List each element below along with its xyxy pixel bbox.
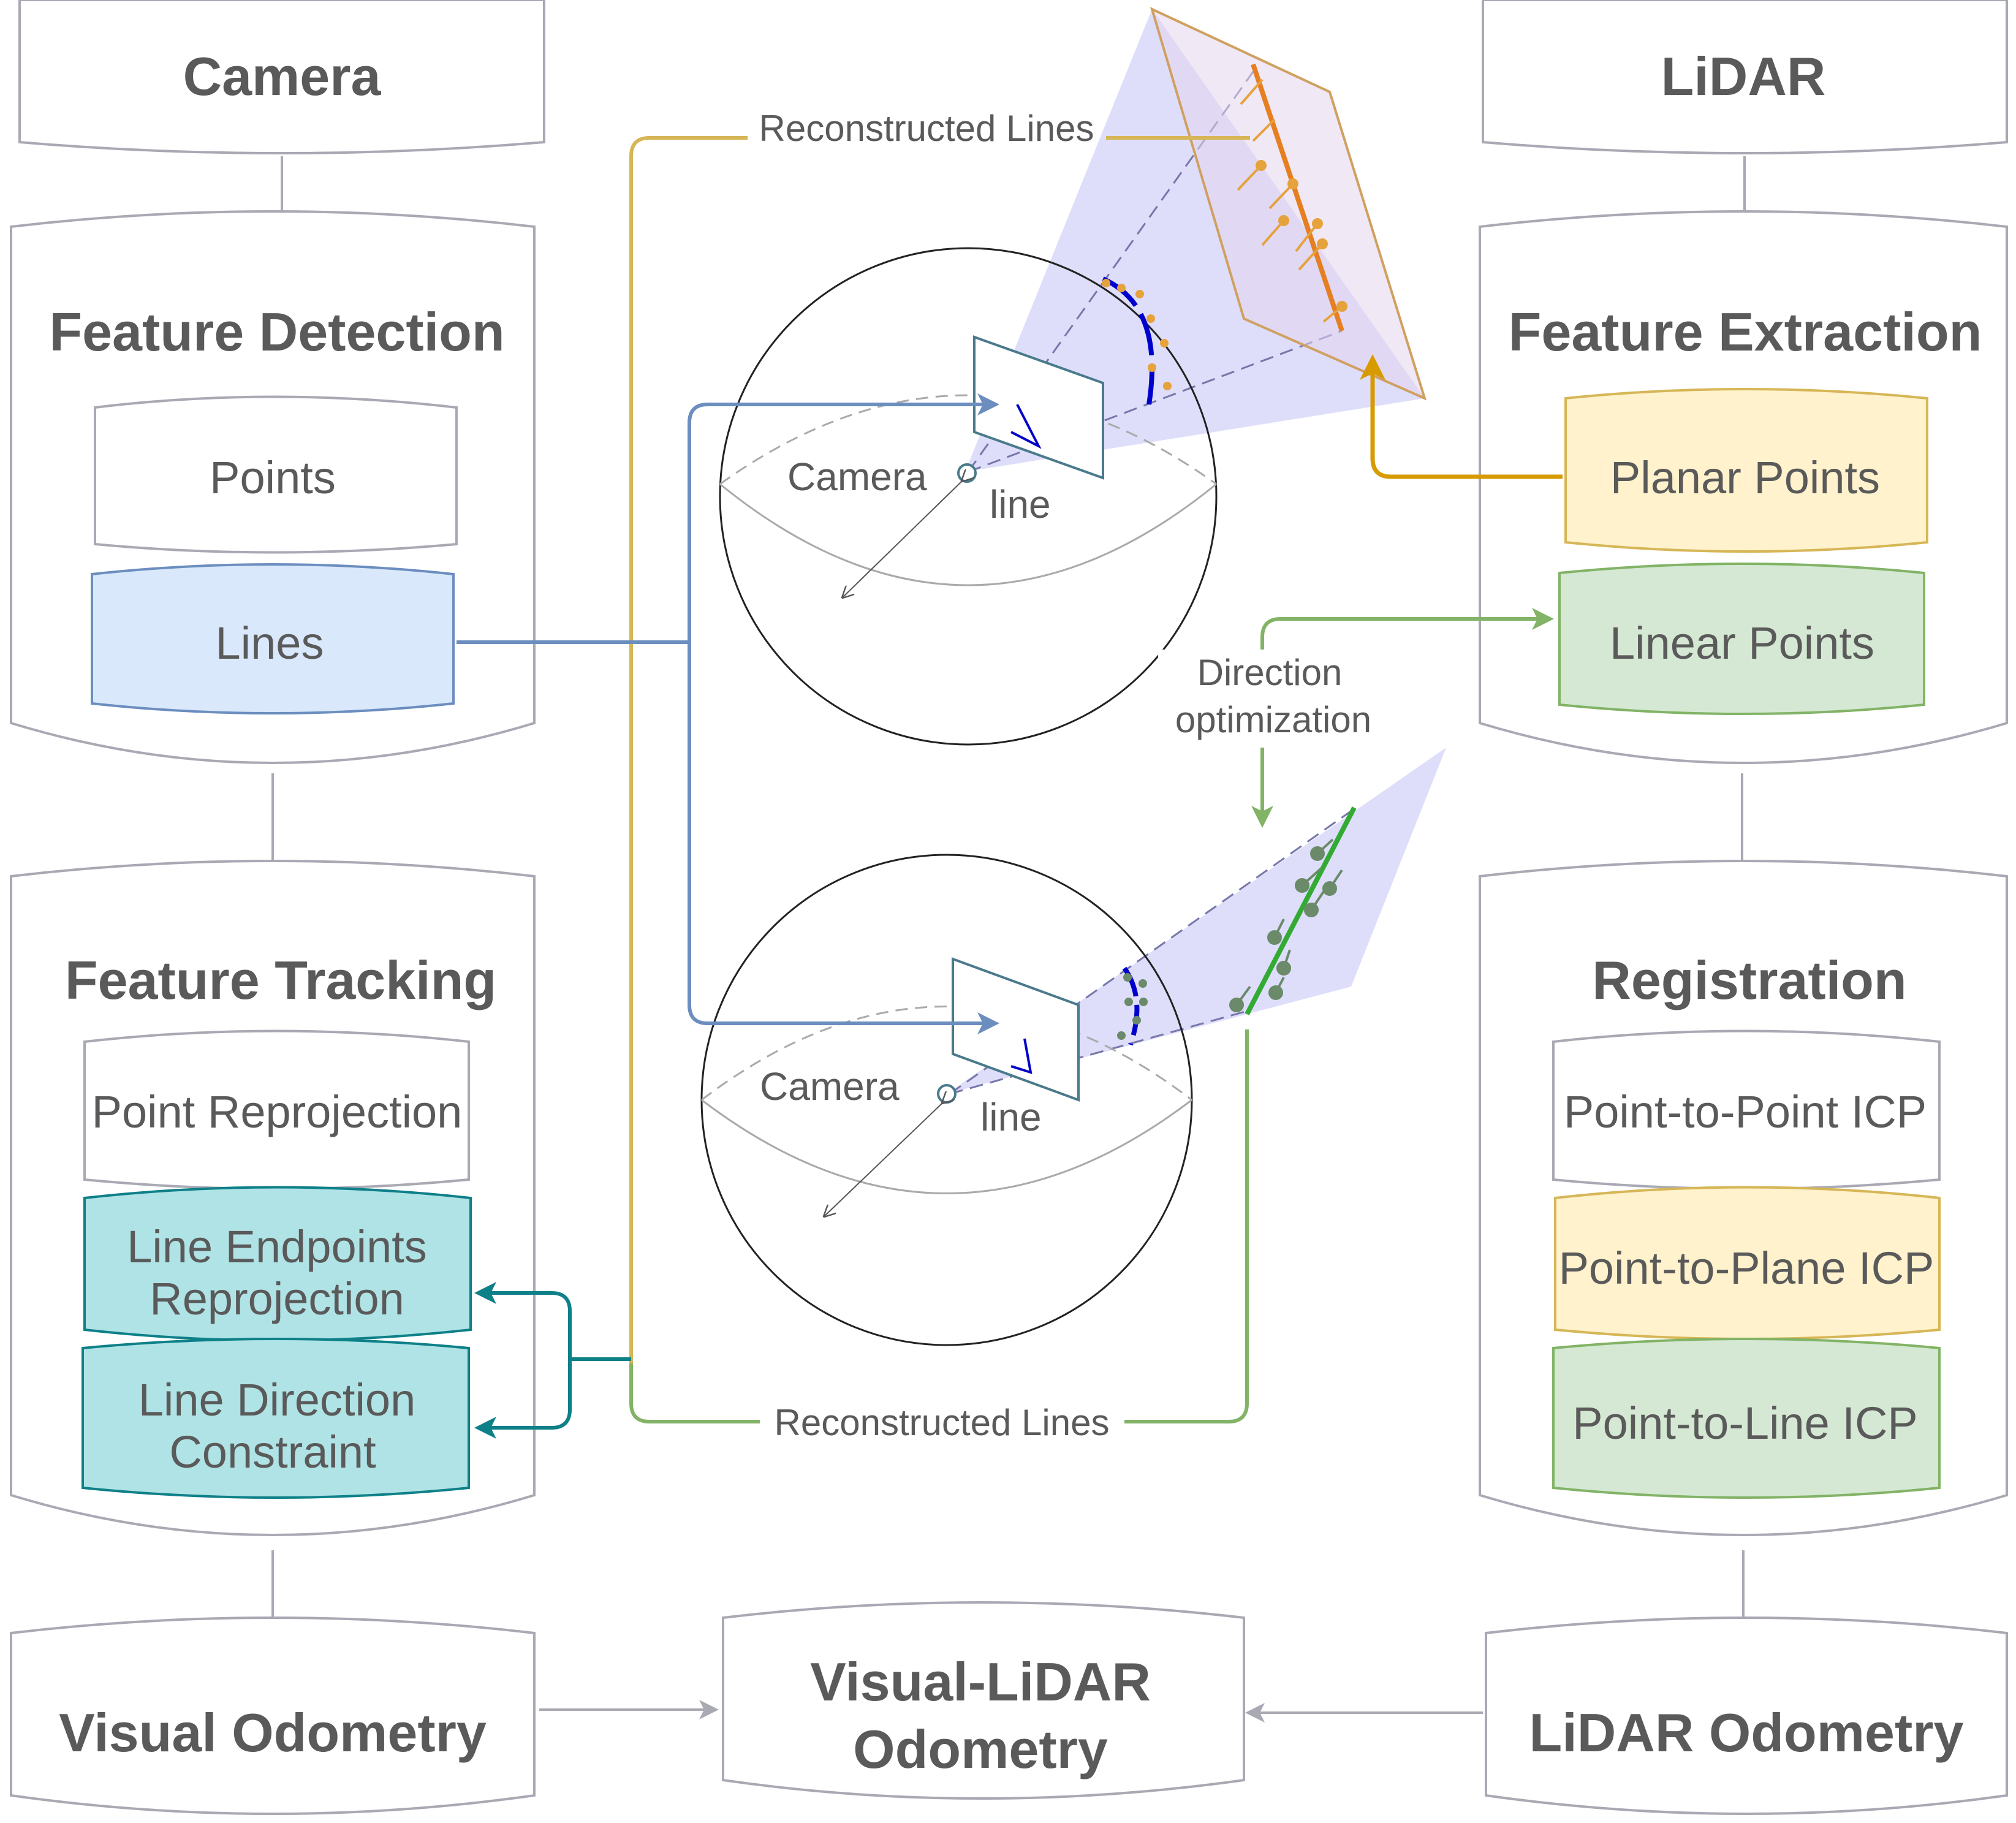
point-to-point-icp-box: Point-to-Point ICP bbox=[1552, 1029, 1941, 1190]
linear-points-box: Linear Points bbox=[1558, 563, 1925, 715]
bottom-camera-center bbox=[937, 1084, 957, 1104]
gold-reconstructed-lines-connector bbox=[629, 136, 1250, 1363]
direction-optimization-label-1: Direction bbox=[1197, 652, 1343, 693]
lidar-odometry-box: LiDAR Odometry bbox=[1485, 1616, 2008, 1815]
gold-arrow-planar-to-plane bbox=[1360, 354, 1563, 479]
bottom-camera-label: Camera bbox=[760, 1064, 900, 1109]
bottom-frustum-edge-lower bbox=[949, 1010, 1248, 1095]
green-arrow-to-linear-points bbox=[1260, 608, 1554, 754]
top-sphere-equator-back bbox=[719, 394, 1217, 485]
top-reconstructed-line bbox=[1251, 63, 1344, 332]
bottom-line-label: line bbox=[980, 1095, 1042, 1139]
bottom-sphere-projected-points bbox=[1117, 973, 1148, 1040]
vlo-title-1: Visual-LiDAR bbox=[810, 1651, 1151, 1712]
visual-odometry-box: Visual Odometry bbox=[10, 1616, 536, 1815]
point-to-plane-icp-label: Point-to-Plane ICP bbox=[1559, 1243, 1935, 1294]
line-direction-box: Line Direction Constraint bbox=[81, 1338, 470, 1499]
bottom-sphere-equator-front bbox=[701, 1099, 1192, 1194]
point-to-line-icp-box: Point-to-Line ICP bbox=[1552, 1338, 1941, 1499]
feature-extraction-title: Feature Extraction bbox=[1509, 301, 1982, 362]
blue-arrow-to-top-plane bbox=[688, 393, 999, 642]
lidar-title: LiDAR bbox=[1661, 46, 1826, 107]
top-lidar-plane bbox=[1150, 7, 1427, 401]
vlo-title-2: Odometry bbox=[853, 1719, 1108, 1779]
top-camera-center bbox=[957, 463, 977, 483]
bottom-radius-arrow bbox=[824, 1103, 942, 1216]
top-planar-points bbox=[1237, 78, 1347, 323]
camera-title: Camera bbox=[183, 46, 382, 107]
visual-odometry-title: Visual Odometry bbox=[59, 1702, 487, 1763]
line-endpoints-label-1: Line Endpoints bbox=[127, 1221, 427, 1272]
top-sphere-equator-front bbox=[719, 483, 1217, 586]
planar-points-label: Planar Points bbox=[1610, 452, 1880, 503]
blue-arrow-to-bottom-plane bbox=[688, 642, 999, 1034]
camera-box: Camera bbox=[18, 0, 545, 154]
green-reconstructed-lines-connector bbox=[629, 1029, 1249, 1423]
reconstructed-lines-top-label: Reconstructed Lines bbox=[759, 108, 1094, 149]
top-image-line bbox=[1010, 404, 1042, 449]
points-box: Points bbox=[94, 395, 458, 554]
teal-arrow-to-endpoints bbox=[474, 1282, 572, 1359]
line-endpoints-label-2: Reprojection bbox=[150, 1273, 404, 1324]
line-direction-label-2: Constraint bbox=[169, 1427, 376, 1477]
lines-box: Lines bbox=[91, 563, 455, 714]
point-reprojection-box: Point Reprojection bbox=[83, 1029, 470, 1190]
reconstructed-lines-bottom-label: Reconstructed Lines bbox=[775, 1402, 1110, 1443]
top-radius-arrow bbox=[843, 481, 962, 597]
bottom-image-line bbox=[1010, 1038, 1033, 1074]
point-to-plane-icp-box: Point-to-Plane ICP bbox=[1554, 1186, 1941, 1340]
points-label: Points bbox=[210, 452, 336, 503]
top-projection-frustum bbox=[965, 9, 1425, 472]
top-sphere-projected-arc bbox=[1102, 276, 1154, 405]
top-line-label: line bbox=[990, 482, 1051, 526]
planar-points-box: Planar Points bbox=[1564, 388, 1928, 553]
bottom-reconstructed-line bbox=[1245, 806, 1357, 1015]
lines-label: Lines bbox=[216, 618, 324, 669]
feature-detection-title: Feature Detection bbox=[49, 301, 504, 362]
teal-arrow-to-direction bbox=[474, 1359, 572, 1439]
linear-points-label: Linear Points bbox=[1610, 618, 1874, 669]
bottom-sphere-illustration: Camera line bbox=[700, 748, 1446, 1346]
registration-title: Registration bbox=[1592, 950, 1906, 1010]
line-direction-label-1: Line Direction bbox=[138, 1374, 415, 1425]
bottom-sphere-equator-back bbox=[701, 1006, 1192, 1101]
top-unit-sphere bbox=[719, 247, 1218, 746]
direction-label-bg bbox=[1158, 650, 1379, 748]
lidar-odometry-title: LiDAR Odometry bbox=[1529, 1702, 1964, 1763]
top-sphere-projected-points bbox=[1102, 279, 1172, 390]
point-to-point-icp-label: Point-to-Point ICP bbox=[1564, 1086, 1927, 1137]
line-endpoints-box: Line Endpoints Reprojection bbox=[83, 1186, 472, 1342]
feature-tracking-title: Feature Tracking bbox=[65, 950, 496, 1010]
bottom-linear-points bbox=[1229, 838, 1343, 1012]
point-to-line-icp-label: Point-to-Line ICP bbox=[1572, 1398, 1918, 1449]
visual-lidar-odometry-box: Visual-LiDAR Odometry bbox=[722, 1601, 1245, 1800]
top-image-plane bbox=[973, 335, 1104, 480]
top-camera-label: Camera bbox=[787, 455, 927, 499]
top-sphere-illustration: Camera line bbox=[719, 7, 1427, 746]
direction-optimization-label-2: optimization bbox=[1175, 699, 1371, 740]
point-reprojection-label: Point Reprojection bbox=[92, 1086, 463, 1137]
lidar-box: LiDAR bbox=[1482, 0, 2008, 154]
